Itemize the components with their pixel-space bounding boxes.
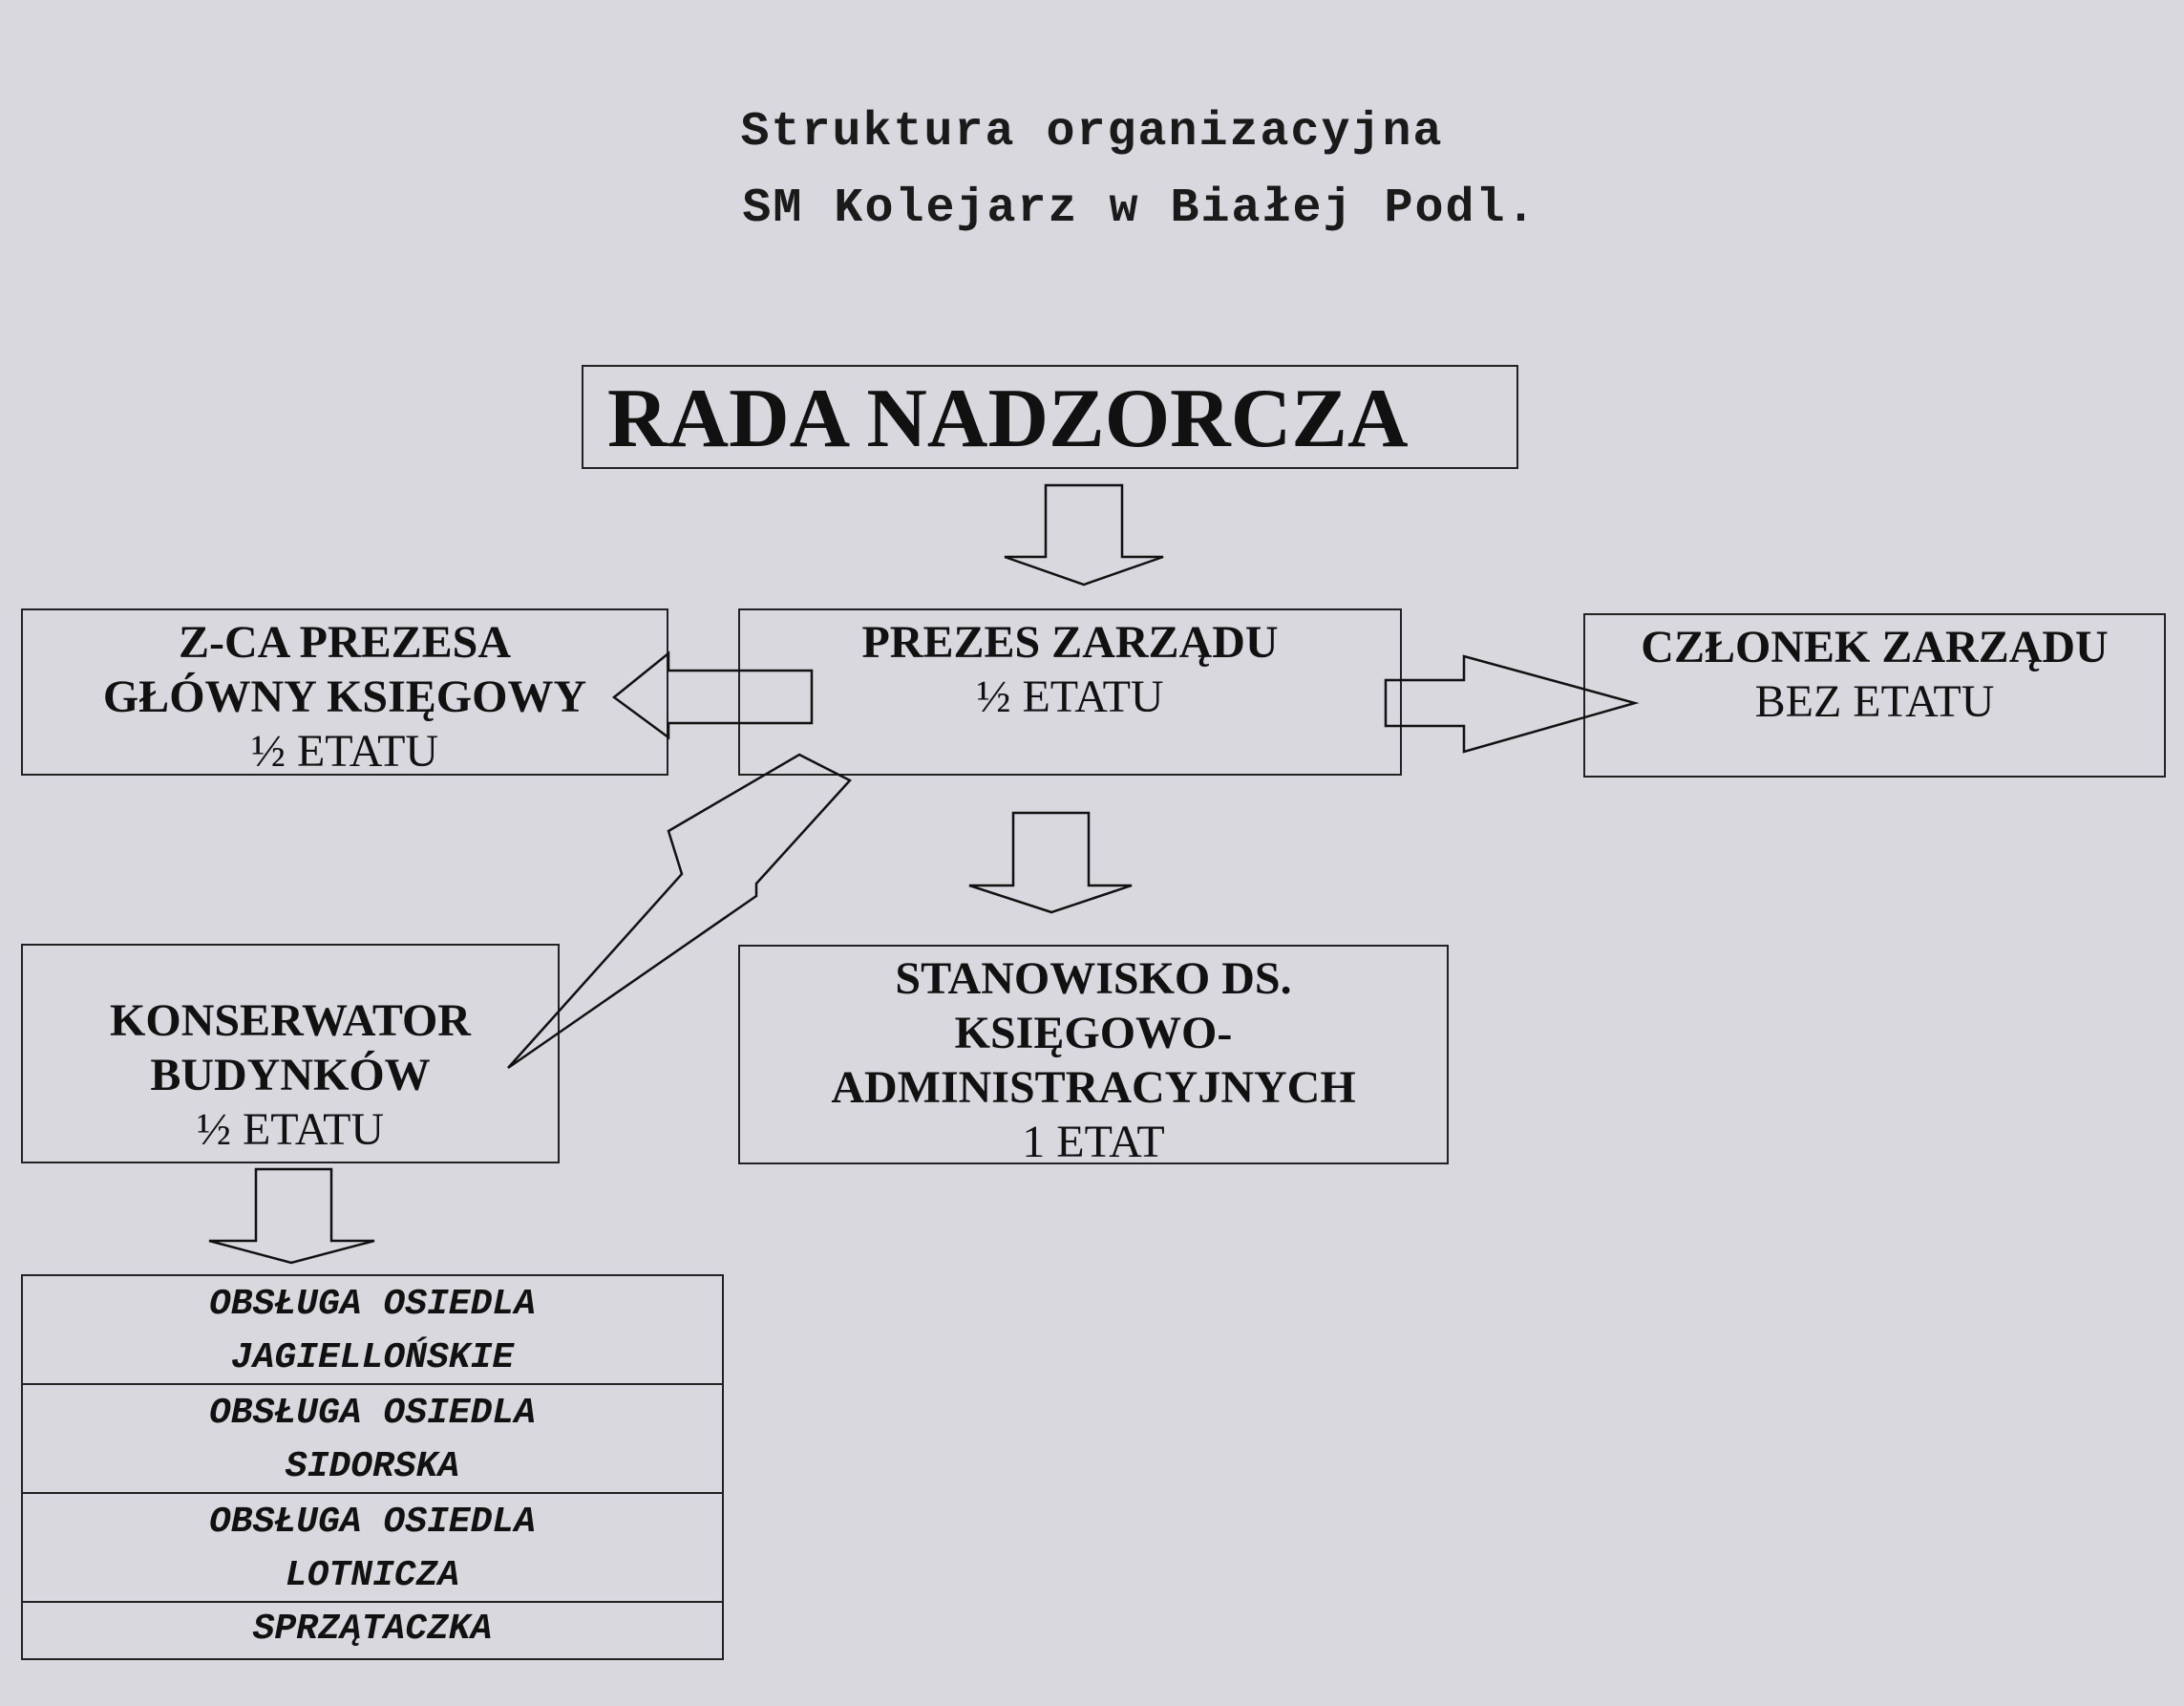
arrow-right-icon xyxy=(1384,654,1640,754)
czlonek-title: CZŁONEK ZARZĄDU xyxy=(1641,622,2109,672)
arrow-down-icon xyxy=(208,1167,375,1265)
list-item: SPRZĄTACZKA xyxy=(23,1603,722,1658)
obsluga-list: OBSŁUGA OSIEDLA JAGIELLOŃSKIE OBSŁUGA OS… xyxy=(21,1274,724,1660)
list-item-line-1: OBSŁUGA OSIEDLA xyxy=(208,1502,537,1543)
arrow-diagonal-icon xyxy=(507,753,853,1070)
list-item-line-1: SPRZĄTACZKA xyxy=(252,1609,493,1650)
list-item: OBSŁUGA OSIEDLA JAGIELLOŃSKIE xyxy=(23,1276,722,1385)
zca-title: Z-CA PREZESA xyxy=(178,617,512,668)
list-item: OBSŁUGA OSIEDLA LOTNICZA xyxy=(23,1494,722,1603)
list-item-line-2: JAGIELLOŃSKIE xyxy=(230,1337,515,1378)
zca-prezesa-box: Z-CA PREZESA GŁÓWNY KSIĘGOWY ½ ETATU xyxy=(21,608,668,777)
prezes-zarzadu-box: PREZES ZARZĄDU ½ ETATU xyxy=(738,608,1402,776)
list-item: OBSŁUGA OSIEDLA SIDORSKA xyxy=(23,1385,722,1494)
list-item-line-1: OBSŁUGA OSIEDLA xyxy=(208,1284,537,1325)
konserwator-subtitle: BUDYNKÓW xyxy=(150,1050,431,1100)
konserwator-title: KONSERWATOR xyxy=(110,995,471,1046)
rada-nadzorcza-box: RADA NADZORCZA xyxy=(582,365,1518,469)
zca-etat: ½ ETATU xyxy=(250,726,439,777)
stanowisko-line-1: STANOWISKO DS. xyxy=(895,953,1292,1004)
konserwator-etat: ½ ETATU xyxy=(196,1104,385,1155)
title-line-2: SM Kolejarz w Białej Podl. xyxy=(742,181,1537,236)
prezes-etat: ½ ETATU xyxy=(976,672,1164,722)
arrow-down-icon xyxy=(1004,483,1164,586)
stanowisko-etat: 1 ETAT xyxy=(1022,1117,1165,1167)
list-item-line-1: OBSŁUGA OSIEDLA xyxy=(208,1393,537,1434)
konserwator-box: KONSERWATOR BUDYNKÓW ½ ETATU xyxy=(21,944,560,1163)
stanowisko-line-2: KSIĘGOWO- xyxy=(954,1008,1233,1058)
zca-subtitle: GŁÓWNY KSIĘGOWY xyxy=(102,672,587,722)
arrow-left-icon xyxy=(611,650,814,740)
stanowisko-line-3: ADMINISTRACYJNYCH xyxy=(831,1062,1356,1113)
czlonek-zarzadu-box: CZŁONEK ZARZĄDU BEZ ETATU xyxy=(1583,613,2166,778)
list-item-line-2: LOTNICZA xyxy=(285,1555,460,1596)
stanowisko-box: STANOWISKO DS. KSIĘGOWO- ADMINISTRACYJNY… xyxy=(738,945,1449,1167)
prezes-title: PREZES ZARZĄDU xyxy=(861,617,1279,668)
list-item-line-2: SIDORSKA xyxy=(285,1446,460,1487)
title-line-1: Struktura organizacyjna xyxy=(740,105,1444,160)
arrow-down-icon xyxy=(968,811,1133,914)
czlonek-etat: BEZ ETATU xyxy=(1754,676,1995,727)
